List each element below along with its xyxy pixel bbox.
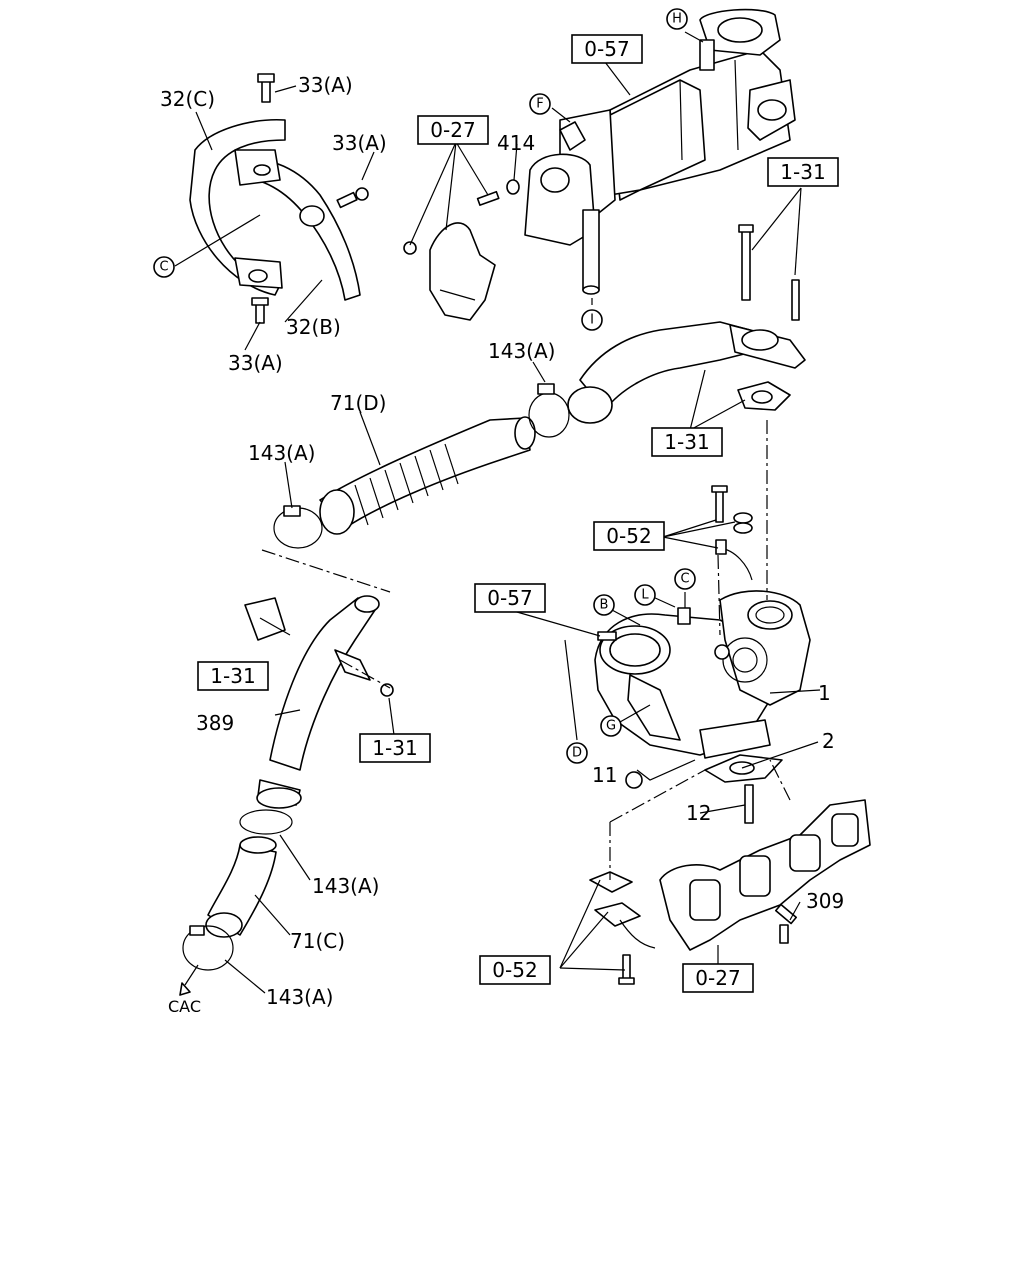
label-389: 389 [196,711,234,735]
svg-text:C: C [159,260,168,275]
label-33a-mid: 33(A) [332,131,387,155]
label-12: 12 [686,801,711,825]
svg-text:C: C [680,572,689,587]
oil-return-fittings [589,871,656,985]
part-number-labels: 33(A) 32(C) 33(A) 32(B) 33(A) 414 143(A)… [160,73,844,1016]
marker-c-left: C [153,256,175,278]
marker-g: G [600,715,622,737]
oil-pipe-fittings [711,485,753,581]
svg-text:1-31: 1-31 [210,664,255,688]
exhaust-manifold [659,799,871,951]
ref-box-131-left: 1-31 [197,661,269,691]
label-33a-bot: 33(A) [228,351,283,375]
label-71d: 71(D) [330,391,386,415]
label-1: 1 [818,681,831,705]
ref-box-131-mid: 1-31 [651,427,723,457]
svg-text:1-31: 1-31 [664,430,709,454]
svg-text:1-31: 1-31 [780,160,825,184]
egr-pipe [567,224,806,424]
label-32c: 32(C) [160,87,215,111]
ref-box-052-mid: 0-52 [593,521,665,551]
label-32b: 32(B) [286,315,341,339]
ref-box-027-top: 0-27 [417,115,489,145]
label-143a-3: 143(A) [312,874,379,898]
label-cac: CAC [168,997,201,1016]
label-143a-4: 143(A) [266,985,333,1009]
gasket-and-stud [704,754,783,824]
ref-box-057-top: 0-57 [571,34,643,64]
reference-boxes: 0-57 0-27 1-31 1-31 0-52 0-57 1-31 1-31 [197,34,839,993]
heat-shield [189,73,369,324]
intake-hose-71d [273,383,570,549]
label-33a-top: 33(A) [298,73,353,97]
marker-h: H [666,8,688,30]
marker-i: I [581,309,603,331]
svg-text:G: G [606,719,616,734]
svg-text:H: H [672,12,682,27]
svg-text:0-57: 0-57 [584,37,629,61]
label-71c: 71(C) [290,929,345,953]
svg-text:I: I [590,313,594,328]
svg-text:1-31: 1-31 [372,736,417,760]
svg-text:0-27: 0-27 [430,118,475,142]
marker-d: D [566,742,588,764]
ref-box-027-bot: 0-27 [682,963,754,993]
ref-box-131-top: 1-31 [767,157,839,187]
label-143a-2: 143(A) [248,441,315,465]
leader-lines [174,31,821,994]
ref-box-057-mid: 0-57 [474,583,546,613]
svg-text:0-57: 0-57 [487,586,532,610]
ref-box-052-bot: 0-52 [479,955,551,985]
circle-markers: H F C I C B L G [153,8,696,764]
turbocharger [594,590,811,789]
egr-cooler [524,8,796,295]
marker-f: F [529,93,551,115]
marker-l: L [634,584,656,606]
svg-text:B: B [600,598,609,613]
pipe-389 [244,595,394,809]
label-2: 2 [822,729,835,753]
ref-box-131-lower: 1-31 [359,733,431,763]
label-11: 11 [592,763,617,787]
marker-c-turbo: C [674,568,696,590]
marker-b: B [593,594,615,616]
svg-text:0-52: 0-52 [606,524,651,548]
label-414: 414 [497,131,535,155]
intake-hose-71c [179,809,293,996]
svg-text:0-27: 0-27 [695,966,740,990]
svg-text:D: D [572,746,582,761]
svg-text:F: F [536,97,543,112]
label-143a-1: 143(A) [488,339,555,363]
svg-text:L: L [641,588,649,603]
bracket [403,179,520,321]
svg-text:0-52: 0-52 [492,958,537,982]
label-309: 309 [806,889,844,913]
